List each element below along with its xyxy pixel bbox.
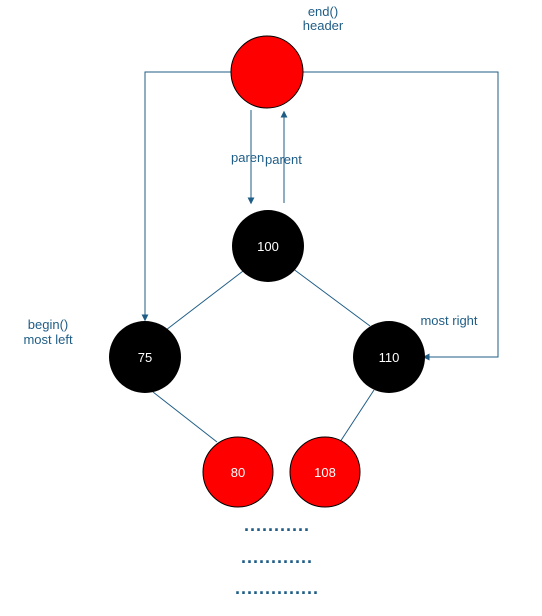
edge-right-to-108 bbox=[339, 389, 375, 443]
continuation-dots-row-3: .............. bbox=[235, 578, 319, 598]
connector-header-to-most-right bbox=[303, 71, 499, 361]
edge-root-to-right bbox=[291, 267, 371, 327]
connector-header-to-most-left bbox=[141, 71, 231, 322]
header-annotation-end: end() bbox=[308, 4, 338, 19]
header-annotation-header: header bbox=[303, 18, 344, 33]
tree-node-110-label: 110 bbox=[379, 350, 400, 365]
tree-node-75-label: 75 bbox=[138, 350, 152, 365]
parent-arrow-up-label: parent bbox=[265, 152, 302, 167]
tree-node-108-label: 108 bbox=[314, 465, 336, 480]
most-left-annotation-most-left: most left bbox=[23, 332, 73, 347]
edge-root-to-left bbox=[165, 267, 248, 331]
most-right-annotation: most right bbox=[420, 313, 477, 328]
edge-left-to-80 bbox=[152, 391, 218, 443]
tree-node-100 bbox=[232, 210, 304, 282]
continuation-dots-row-1: ........... bbox=[244, 515, 310, 535]
most-left-annotation-begin: begin() bbox=[28, 317, 68, 332]
tree-node-110 bbox=[353, 321, 425, 393]
tree-node-100-label: 100 bbox=[257, 239, 279, 254]
tree-node-108 bbox=[289, 436, 361, 508]
continuation-dots-row-2: ............ bbox=[241, 547, 313, 567]
header-node bbox=[230, 35, 304, 109]
tree-node-75 bbox=[109, 321, 181, 393]
tree-node-80-label: 80 bbox=[231, 465, 245, 480]
parent-arrow-down-label: paren bbox=[231, 150, 264, 165]
tree-node-80 bbox=[202, 436, 274, 508]
